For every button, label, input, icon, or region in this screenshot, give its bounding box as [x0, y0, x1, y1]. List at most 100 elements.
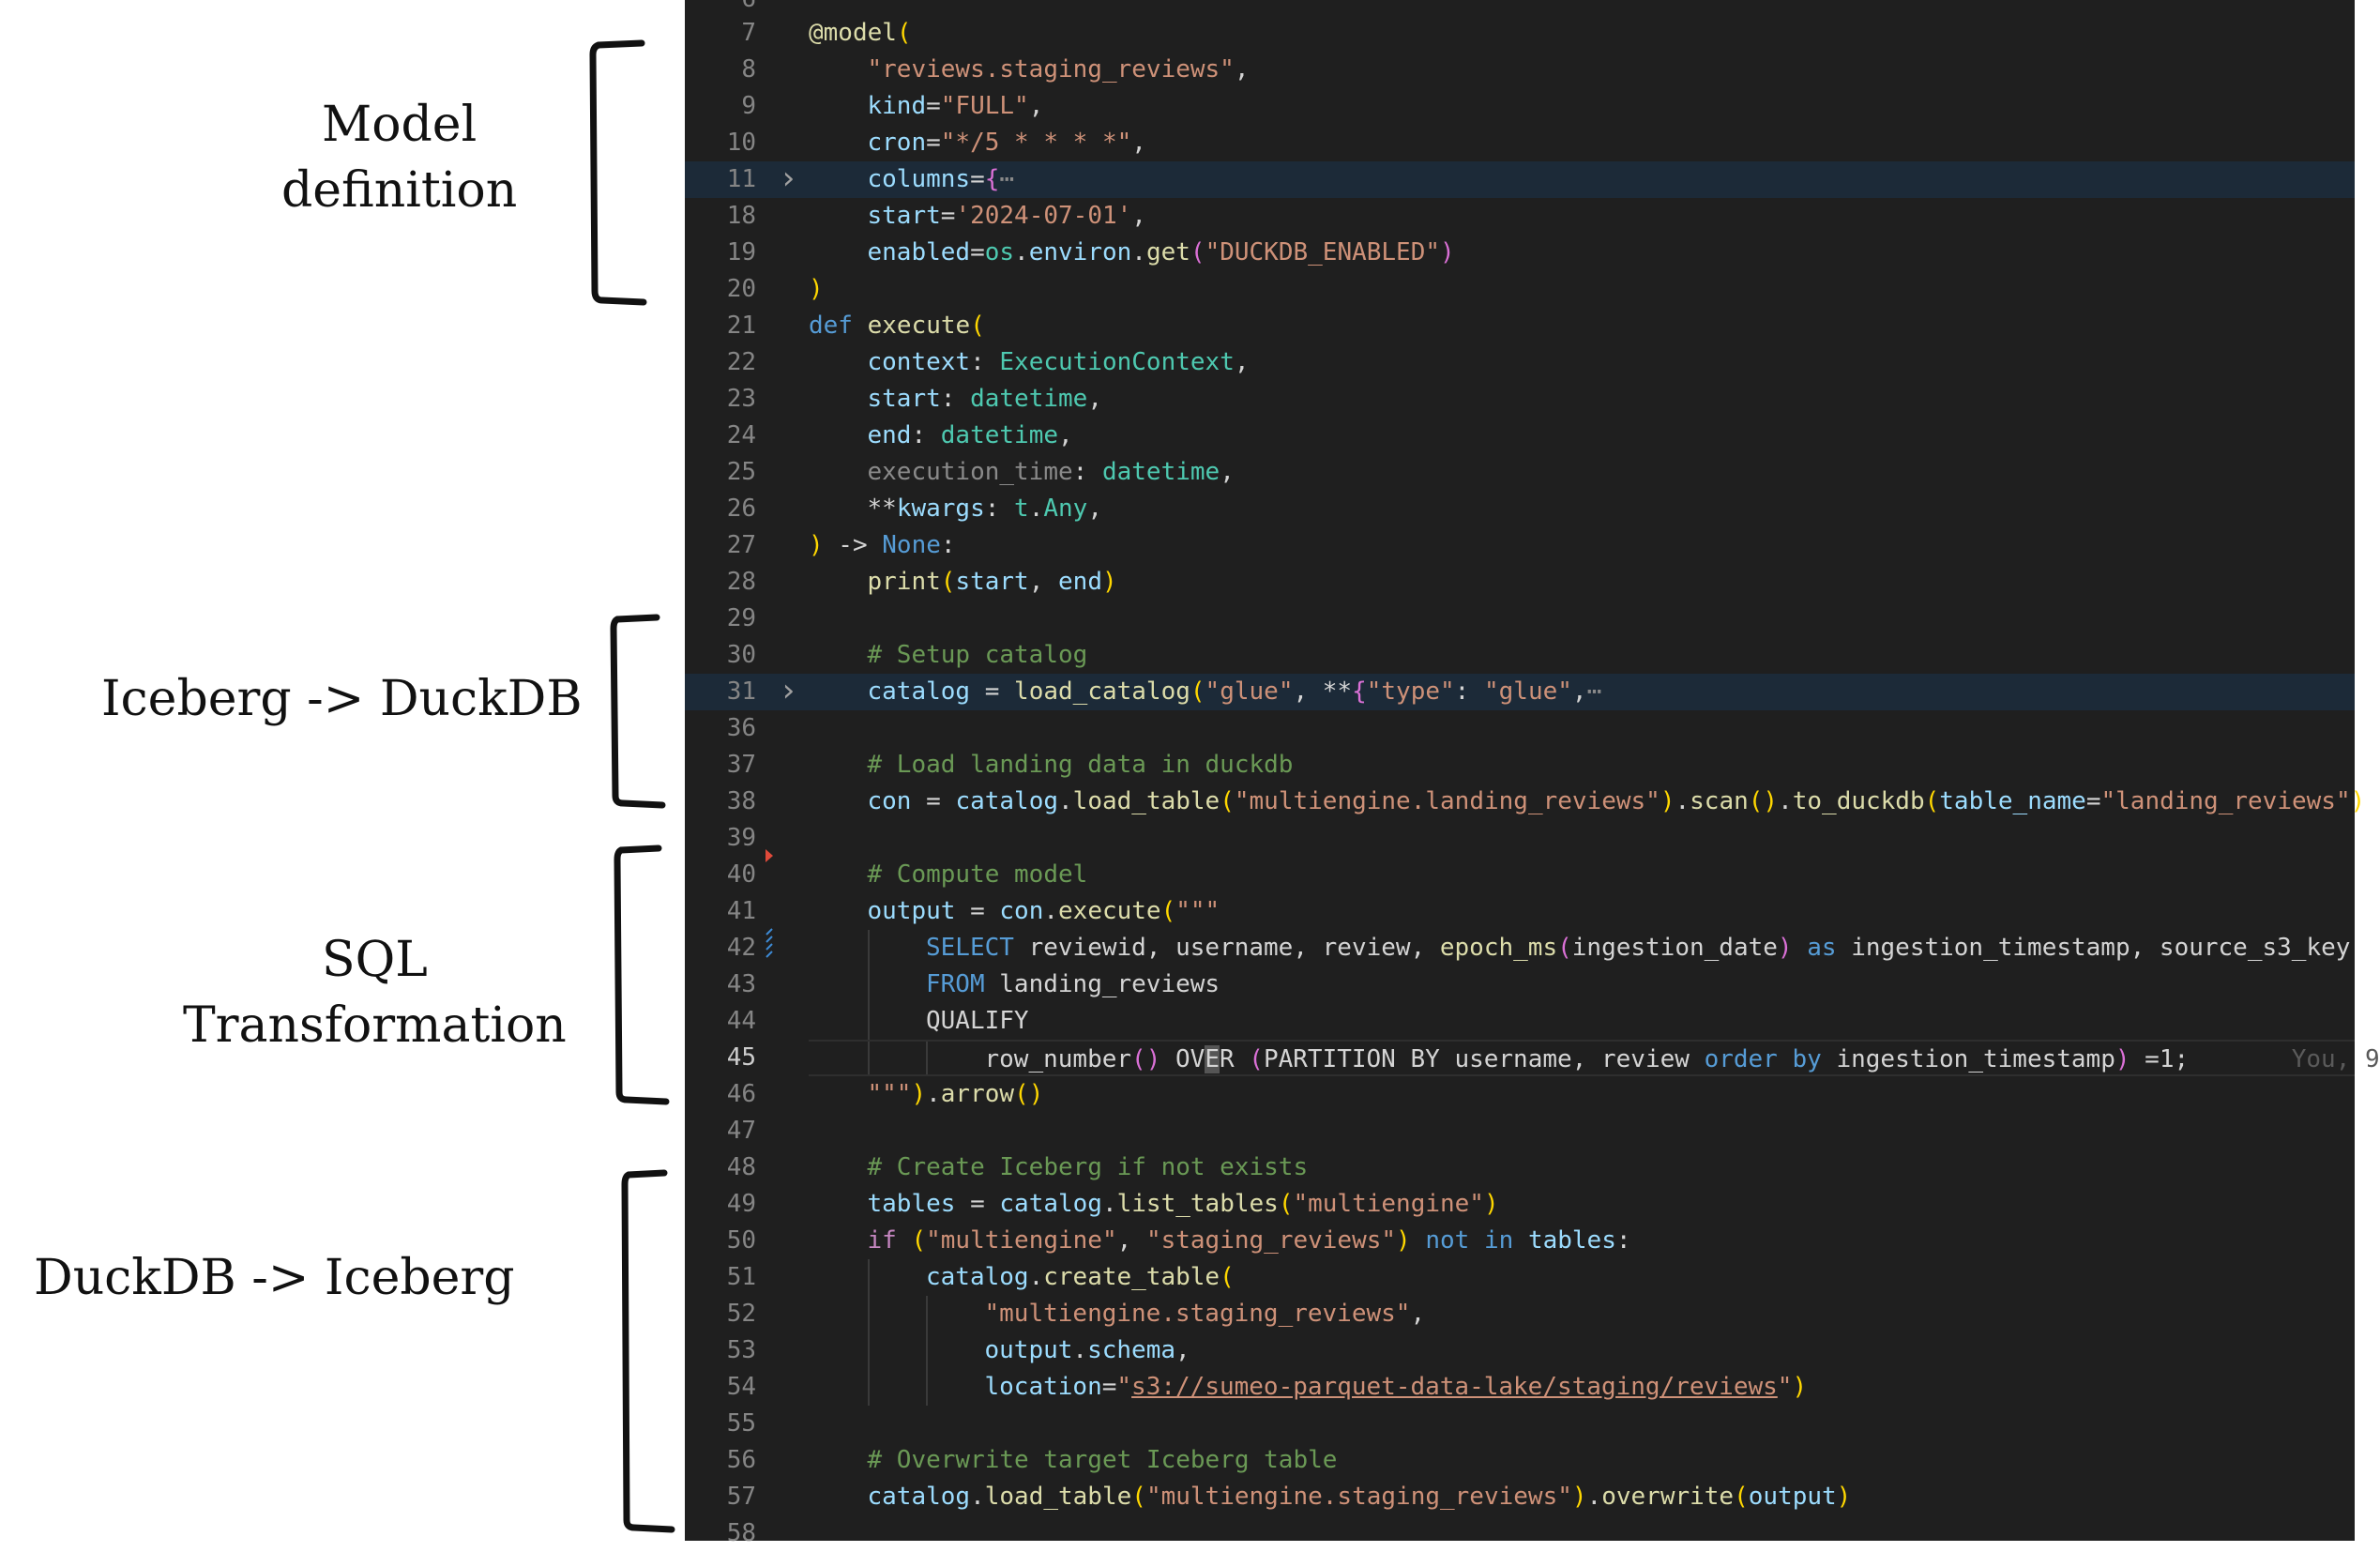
- code-text[interactable]: **kwargs: t.Any,: [809, 491, 2355, 527]
- code-token: ⋯: [999, 165, 1015, 193]
- code-token: "multiengine": [1293, 1190, 1484, 1218]
- code-text[interactable]: catalog.load_table("multiengine.staging_…: [809, 1479, 2355, 1515]
- code-line[interactable]: 27) -> None:: [685, 527, 2355, 564]
- code-line[interactable]: 31›catalog = load_catalog("glue", **{"ty…: [685, 674, 2355, 710]
- code-text[interactable]: if ("multiengine", "staging_reviews") no…: [809, 1223, 2355, 1259]
- code-token: .: [1043, 897, 1059, 925]
- code-line[interactable]: 55: [685, 1406, 2355, 1442]
- code-text[interactable]: [809, 820, 2355, 857]
- code-text[interactable]: cron="*/5 * * * *",: [809, 125, 2355, 161]
- fold-chevron-icon[interactable]: ›: [779, 160, 798, 197]
- code-line[interactable]: 47: [685, 1113, 2355, 1149]
- code-text[interactable]: [809, 1406, 2355, 1442]
- code-text[interactable]: @model(: [809, 15, 2355, 52]
- code-text[interactable]: row_number() OVER (PARTITION BY username…: [809, 1040, 2380, 1076]
- code-line[interactable]: 30# Setup catalog: [685, 637, 2355, 674]
- code-text[interactable]: # Load landing data in duckdb: [809, 747, 2355, 784]
- code-token: ): [1792, 1373, 1808, 1401]
- code-text[interactable]: ) -> None:: [809, 527, 2355, 564]
- code-line[interactable]: 52"multiengine.staging_reviews",: [685, 1296, 2355, 1332]
- code-text[interactable]: output = con.execute(""": [809, 893, 2355, 930]
- code-text[interactable]: QUALIFY: [809, 1003, 2355, 1040]
- code-text[interactable]: print(start, end): [809, 564, 2355, 601]
- code-text[interactable]: def execute(: [809, 308, 2355, 344]
- code-text[interactable]: [809, 710, 2355, 747]
- code-text[interactable]: start: datetime,: [809, 381, 2355, 418]
- code-text[interactable]: con = catalog.load_table("multiengine.la…: [809, 784, 2366, 820]
- code-line[interactable]: 39: [685, 820, 2355, 857]
- code-line[interactable]: 40# Compute model: [685, 857, 2355, 893]
- line-number: 18: [726, 202, 756, 230]
- code-token: ): [1102, 568, 1117, 596]
- code-text[interactable]: FROM landing_reviews: [809, 966, 2355, 1003]
- code-text[interactable]: columns={⋯: [809, 161, 2355, 198]
- code-text[interactable]: output.schema,: [809, 1332, 2355, 1369]
- code-line[interactable]: 20): [685, 271, 2355, 308]
- code-text[interactable]: SELECT reviewid, username, review, epoch…: [809, 930, 2355, 966]
- code-token: "glue": [1205, 677, 1294, 706]
- code-token: You, 9: [2189, 1045, 2380, 1073]
- code-text[interactable]: tables = catalog.list_tables("multiengin…: [809, 1186, 2355, 1223]
- code-line[interactable]: 26**kwargs: t.Any,: [685, 491, 2355, 527]
- code-text[interactable]: ): [809, 271, 2355, 308]
- code-editor[interactable]: 6 7@model(8"reviews.staging_reviews",9ki…: [685, 0, 2380, 1547]
- code-token: enabled: [867, 238, 971, 266]
- code-text[interactable]: "reviews.staging_reviews",: [809, 52, 2355, 88]
- code-line[interactable]: 11›columns={⋯: [685, 161, 2355, 198]
- modified-lines-marker-icon[interactable]: [766, 928, 773, 959]
- code-line[interactable]: 25 execution_time: datetime,: [685, 454, 2355, 491]
- code-text[interactable]: execution_time: datetime,: [809, 454, 2355, 491]
- code-text[interactable]: catalog.create_table(: [809, 1259, 2355, 1296]
- code-text[interactable]: # Overwrite target Iceberg table: [809, 1442, 2355, 1479]
- code-line[interactable]: 18 start='2024-07-01',: [685, 198, 2355, 235]
- code-text[interactable]: "multiengine.staging_reviews",: [809, 1296, 2355, 1332]
- code-line[interactable]: 8"reviews.staging_reviews",: [685, 52, 2355, 88]
- code-text[interactable]: context: ExecutionContext,: [809, 344, 2355, 381]
- code-text[interactable]: location="s3://sumeo-parquet-data-lake/s…: [809, 1369, 2355, 1406]
- code-text[interactable]: catalog = load_catalog("glue", **{"type"…: [809, 674, 2355, 710]
- code-token: # Overwrite target Iceberg table: [867, 1446, 1338, 1474]
- code-line[interactable]: 48# Create Iceberg if not exists: [685, 1149, 2355, 1186]
- code-text[interactable]: [809, 1113, 2355, 1149]
- code-text[interactable]: end: datetime,: [809, 418, 2355, 454]
- line-number: 25: [726, 458, 756, 486]
- code-line[interactable]: 51 catalog.create_table(: [685, 1259, 2355, 1296]
- code-text[interactable]: # Create Iceberg if not exists: [809, 1149, 2355, 1186]
- code-line[interactable]: 56# Overwrite target Iceberg table: [685, 1442, 2355, 1479]
- code-text[interactable]: [809, 601, 2355, 637]
- code-text[interactable]: """).arrow(): [809, 1076, 2355, 1113]
- code-line[interactable]: 29: [685, 601, 2355, 637]
- code-line[interactable]: 7@model(: [685, 15, 2355, 52]
- code-line[interactable]: 46""").arrow(): [685, 1076, 2355, 1113]
- code-text[interactable]: # Setup catalog: [809, 637, 2355, 674]
- code-line[interactable]: 36: [685, 710, 2355, 747]
- code-text[interactable]: kind="FULL",: [809, 88, 2355, 125]
- code-text[interactable]: start='2024-07-01',: [809, 198, 2355, 235]
- code-line[interactable]: 37# Load landing data in duckdb: [685, 747, 2355, 784]
- breakpoint-marker-icon[interactable]: [764, 847, 775, 864]
- fold-chevron-icon[interactable]: ›: [779, 672, 798, 709]
- code-token: def: [809, 312, 853, 340]
- code-text[interactable]: enabled=os.environ.get("DUCKDB_ENABLED"): [809, 235, 2355, 271]
- code-text[interactable]: # Compute model: [809, 857, 2355, 893]
- line-number: 51: [726, 1263, 756, 1291]
